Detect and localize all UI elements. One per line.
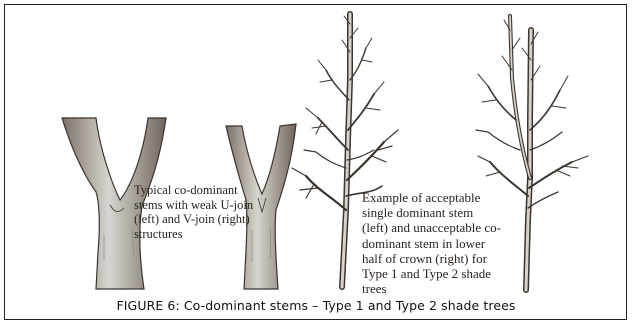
u-v-join-note: Typical co-dominant stems with weak U-jo…	[134, 183, 264, 241]
figure-caption: FIGURE 6: Co-dominant stems – Type 1 and…	[0, 298, 632, 313]
dominant-stem-note: Example of acceptable single dominant st…	[362, 190, 502, 296]
